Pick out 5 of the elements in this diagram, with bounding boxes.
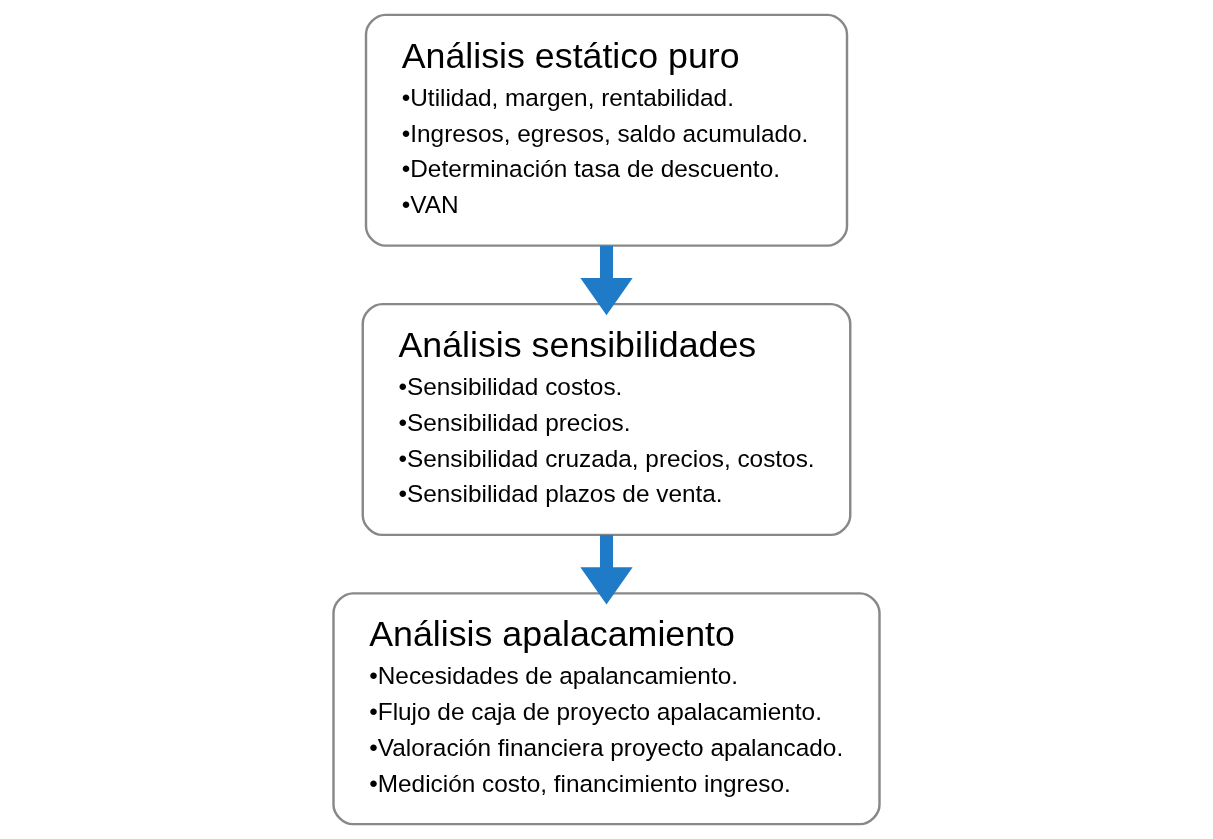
arrow — [580, 535, 633, 605]
node-box: Análisis sensibilidades •Sensibilidad costos. •Sensibilidad precios. •Sensibilidad cruzada, precios, costos. •Sensibilidad plazos de venta. — [361, 302, 852, 537]
node-box: Análisis apalacamiento •Necesidades de apalancamiento. •Flujo de caja de proyecto apalacamiento. •Valoración financiera proyecto apalancado. •Medición costo, financimiento ingreso. — [332, 592, 881, 826]
node-box: Análisis estático puro •Utilidad, margen, rentabilidad. •Ingresos, egresos, saldo acumulado. •Determinación tasa de descuento. •VAN — [364, 13, 849, 247]
arrow — [580, 245, 633, 316]
